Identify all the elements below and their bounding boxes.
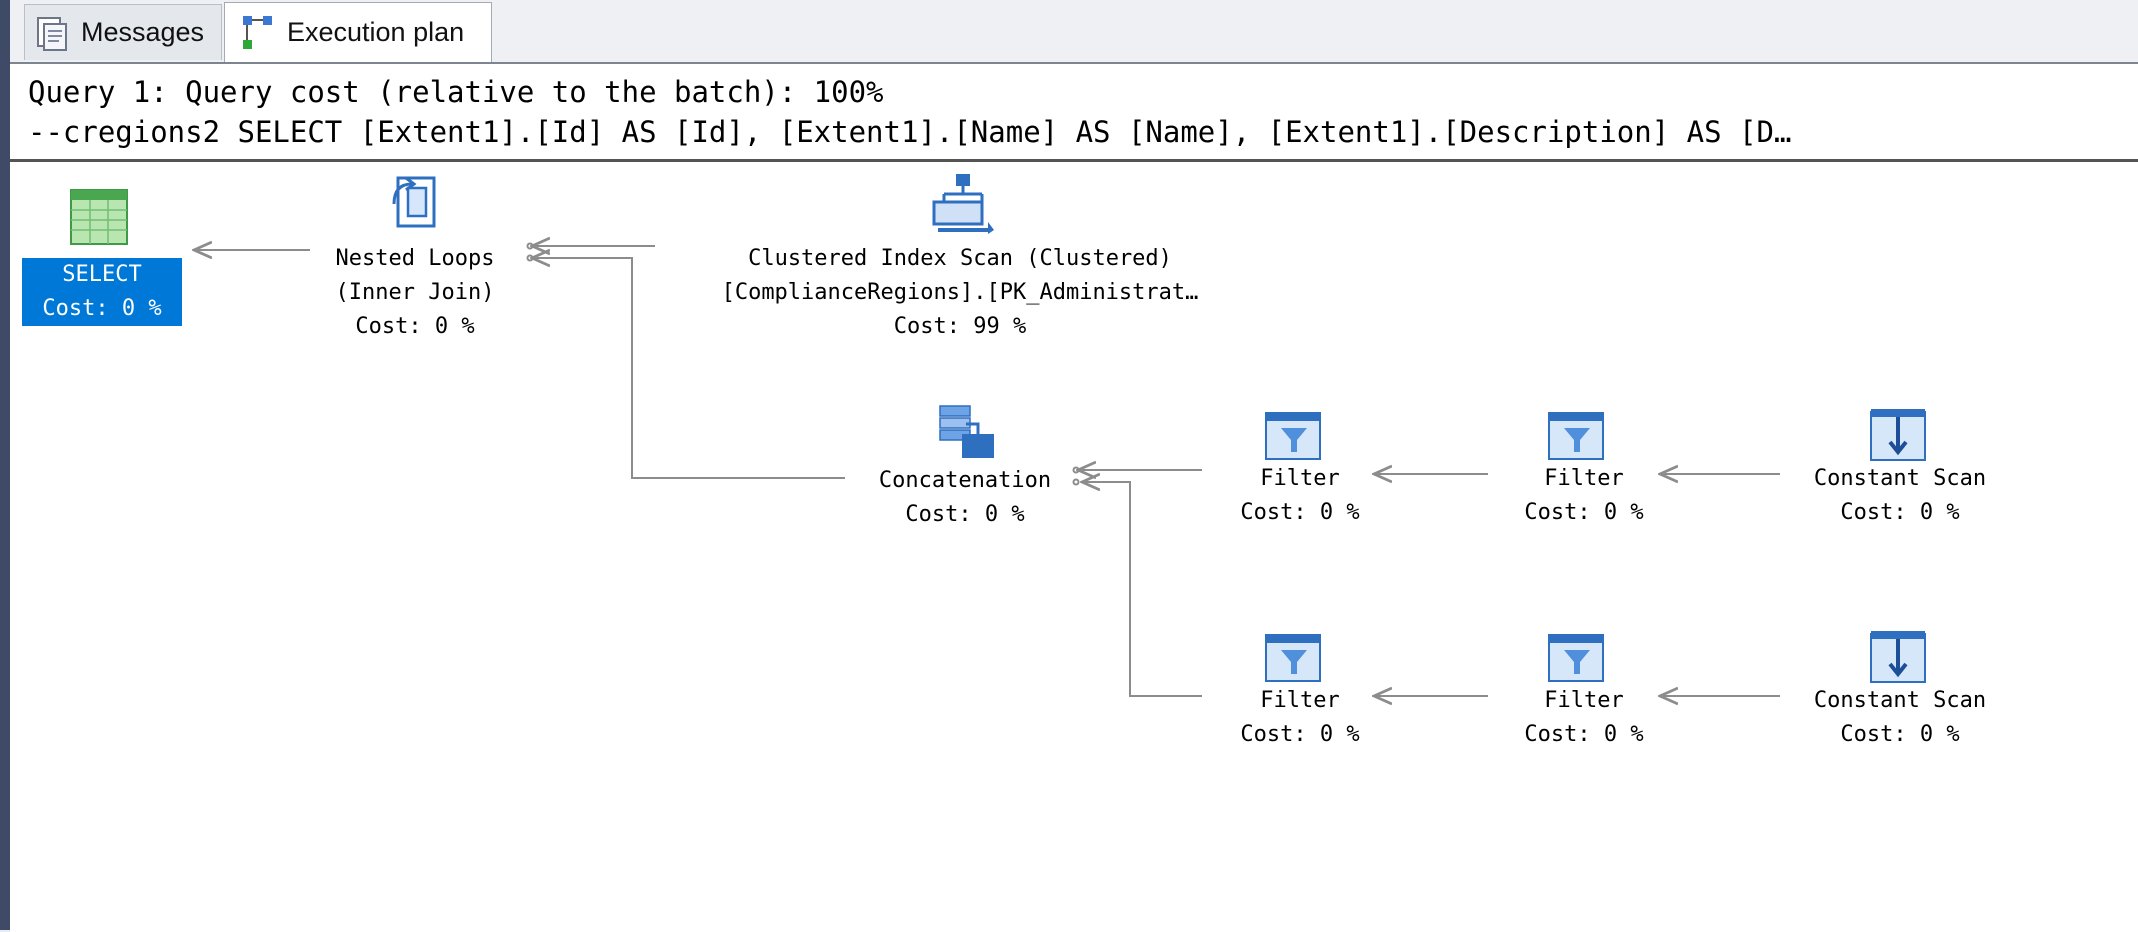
filter-icon[interactable] <box>1265 634 1321 682</box>
operator-nested-loops[interactable]: Nested Loops (Inner Join) Cost: 0 % <box>295 242 535 344</box>
concatenation-icon[interactable] <box>938 404 996 460</box>
tab-execution-plan-label: Execution plan <box>287 17 465 47</box>
operator-clustered-scan-name: Clustered Index Scan (Clustered) <box>748 246 1172 271</box>
operator-filter-1b-cost: Cost: 0 % <box>1524 500 1644 525</box>
clustered-index-scan-icon[interactable] <box>930 172 996 234</box>
filter-icon[interactable] <box>1548 634 1604 682</box>
query-cost-line: Query 1: Query cost (relative to the bat… <box>28 75 884 109</box>
constant-scan-icon[interactable] <box>1870 630 1926 684</box>
operator-nested-loops-sub: (Inner Join) <box>335 280 495 305</box>
constant-scan-icon[interactable] <box>1870 408 1926 462</box>
operator-constant-scan-2-cost: Cost: 0 % <box>1840 722 1960 747</box>
nested-loops-icon[interactable] <box>390 174 438 230</box>
connector-concat-to-nested <box>534 258 845 479</box>
window-left-edge <box>0 0 10 930</box>
operator-filter-1a-cost: Cost: 0 % <box>1240 500 1360 525</box>
operator-constant-scan-2[interactable]: Constant Scan Cost: 0 % <box>1780 684 2020 752</box>
operator-select-cost: Cost: 0 % <box>42 296 162 321</box>
operator-constant-scan-1-name: Constant Scan <box>1813 466 1987 491</box>
messages-icon <box>37 16 67 51</box>
operator-filter-2a-name: Filter <box>1260 688 1340 713</box>
tab-messages[interactable]: Messages <box>24 4 222 60</box>
operator-nested-loops-name: Nested Loops <box>335 246 495 271</box>
execution-plan-icon <box>243 15 272 49</box>
operator-concatenation-cost: Cost: 0 % <box>905 502 1025 527</box>
operator-filter-2a[interactable]: Filter Cost: 0 % <box>1210 684 1390 752</box>
operator-filter-1b[interactable]: Filter Cost: 0 % <box>1494 462 1674 530</box>
operator-filter-2a-cost: Cost: 0 % <box>1240 722 1360 747</box>
operator-clustered-scan-cost: Cost: 99 % <box>893 314 1027 339</box>
operator-filter-2b-cost: Cost: 0 % <box>1524 722 1644 747</box>
operator-select-name: SELECT <box>62 262 142 287</box>
connector-filter2a-to-concat <box>1084 482 1202 697</box>
operator-nested-loops-cost: Cost: 0 % <box>355 314 475 339</box>
operator-filter-2b[interactable]: Filter Cost: 0 % <box>1494 684 1674 752</box>
operator-select[interactable]: SELECT Cost: 0 % <box>22 258 182 326</box>
operator-constant-scan-1[interactable]: Constant Scan Cost: 0 % <box>1780 462 2020 530</box>
results-tab-strip: Messages Execution plan <box>10 0 2138 62</box>
filter-icon[interactable] <box>1265 412 1321 460</box>
tab-messages-label: Messages <box>81 17 205 47</box>
query-header: Query 1: Query cost (relative to the bat… <box>28 72 1791 152</box>
operator-clustered-index-scan[interactable]: Clustered Index Scan (Clustered) [Compli… <box>680 242 1240 344</box>
query-sql-line: --cregions2 SELECT [Extent1].[Id] AS [Id… <box>28 115 1792 149</box>
operator-filter-1b-name: Filter <box>1544 466 1624 491</box>
plan-connectors <box>10 64 1780 932</box>
result-grid-icon[interactable] <box>70 189 128 245</box>
execution-plan-pane[interactable]: Query 1: Query cost (relative to the bat… <box>10 62 2138 932</box>
operator-constant-scan-1-cost: Cost: 0 % <box>1840 500 1960 525</box>
tab-execution-plan[interactable]: Execution plan <box>224 2 492 62</box>
operator-constant-scan-2-name: Constant Scan <box>1813 688 1987 713</box>
operator-filter-1a[interactable]: Filter Cost: 0 % <box>1210 462 1390 530</box>
operator-filter-1a-name: Filter <box>1260 466 1340 491</box>
operator-concatenation-name: Concatenation <box>878 468 1052 493</box>
operator-concatenation[interactable]: Concatenation Cost: 0 % <box>845 464 1085 532</box>
operator-clustered-scan-sub: [ComplianceRegions].[PK_Administrat… <box>721 280 1199 305</box>
header-divider <box>10 159 2138 162</box>
filter-icon[interactable] <box>1548 412 1604 460</box>
operator-filter-2b-name: Filter <box>1544 688 1624 713</box>
plan-graph: SELECT Cost: 0 % Nested Loops (Inner Joi… <box>10 64 2138 932</box>
